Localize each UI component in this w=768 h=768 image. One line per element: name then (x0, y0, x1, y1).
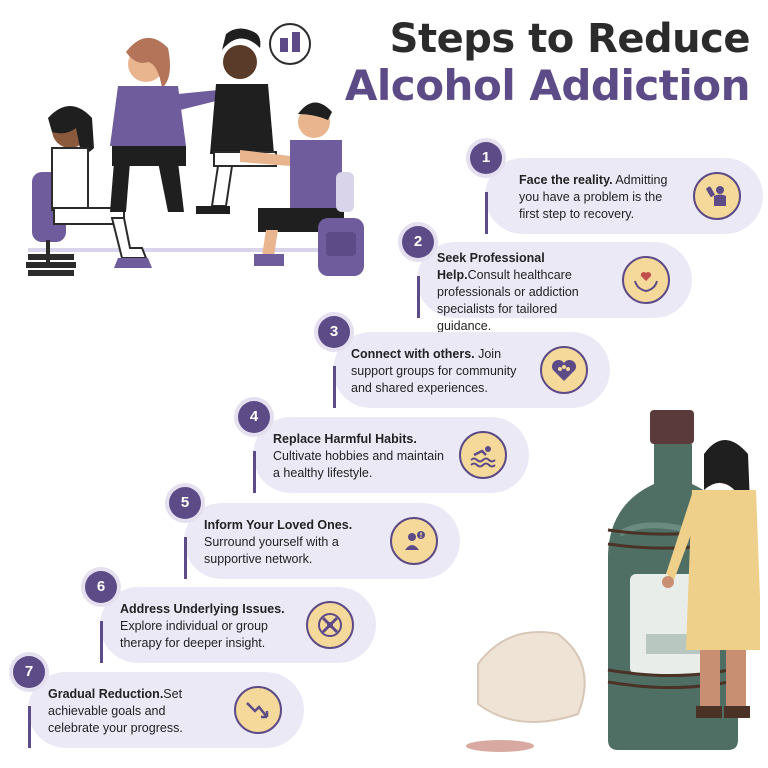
trend-down-icon (234, 686, 282, 734)
step-number-badge: 1 (470, 142, 502, 174)
step-number-badge: 4 (238, 401, 270, 433)
step-heading: Replace Harmful Habits. (273, 432, 417, 446)
step-heading: Seek Professional Help. (437, 251, 545, 282)
step-card-4: 4 Replace Harmful Habits. Cultivate hobb… (238, 401, 529, 493)
person-alert-icon (390, 517, 438, 565)
group-hands-icon (306, 601, 354, 649)
step-heading: Connect with others. (351, 347, 475, 361)
drinking-person-icon (693, 172, 741, 220)
page-title: Steps to Reduce Alcohol Addiction (344, 16, 751, 110)
step-card-2: 2 Seek Professional Help.Consult healthc… (402, 226, 692, 333)
step-connector (417, 276, 420, 318)
step-number-badge: 6 (85, 571, 117, 603)
step-text: Connect with others. Join support groups… (351, 346, 526, 397)
step-card-7: 7 Gradual Reduction.Set achievable goals… (13, 656, 304, 748)
step-text: Replace Harmful Habits. Cultivate hobbie… (273, 431, 445, 482)
step-text: Address Underlying Issues. Explore indiv… (120, 601, 292, 652)
step-connector (333, 366, 336, 408)
bottle-woman-illustration (466, 410, 760, 752)
step-connector (485, 192, 488, 234)
heart-group-icon (540, 346, 588, 394)
step-connector (100, 621, 103, 663)
step-card-6: 6 Address Underlying Issues. Explore ind… (85, 571, 376, 663)
step-text: Gradual Reduction.Set achievable goals a… (48, 686, 220, 737)
step-heading: Face the reality. (519, 173, 613, 187)
step-number-badge: 3 (318, 316, 350, 348)
swimmer-icon (459, 431, 507, 479)
step-text: Face the reality. Admitting you have a p… (519, 172, 679, 223)
step-text: Seek Professional Help.Consult healthcar… (437, 250, 608, 335)
step-card-1: 1 Face the reality. Admitting you have a… (470, 142, 763, 234)
step-connector (184, 537, 187, 579)
step-card-5: 5 Inform Your Loved Ones. Surround yours… (169, 487, 460, 579)
step-body: Join support groups for community and sh… (351, 347, 517, 395)
step-connector (28, 706, 31, 748)
step-number-badge: 7 (13, 656, 45, 688)
support-group-illustration (26, 23, 364, 276)
step-connector (253, 451, 256, 493)
step-heading: Inform Your Loved Ones. (204, 518, 353, 532)
step-body: Consult healthcare professionals or addi… (437, 268, 579, 333)
step-body: Surround yourself with a supportive netw… (204, 535, 339, 566)
step-heading: Gradual Reduction. (48, 687, 164, 701)
step-body: Set achievable goals and celebrate your … (48, 687, 183, 735)
title-line-2: Alcohol Addiction (344, 61, 751, 110)
step-text: Inform Your Loved Ones. Surround yoursel… (204, 517, 376, 568)
step-number-badge: 2 (402, 226, 434, 258)
step-body: Cultivate hobbies and maintain a healthy… (273, 449, 444, 480)
title-line-1: Steps to Reduce (389, 16, 751, 62)
step-body: Explore individual or group therapy for … (120, 619, 269, 650)
step-body: Admitting you have a problem is the firs… (519, 173, 668, 221)
step-number-badge: 5 (169, 487, 201, 519)
step-heading: Address Underlying Issues. (120, 602, 285, 616)
step-card-3: 3 Connect with others. Join support grou… (318, 316, 610, 408)
hands-heart-icon (622, 256, 670, 304)
